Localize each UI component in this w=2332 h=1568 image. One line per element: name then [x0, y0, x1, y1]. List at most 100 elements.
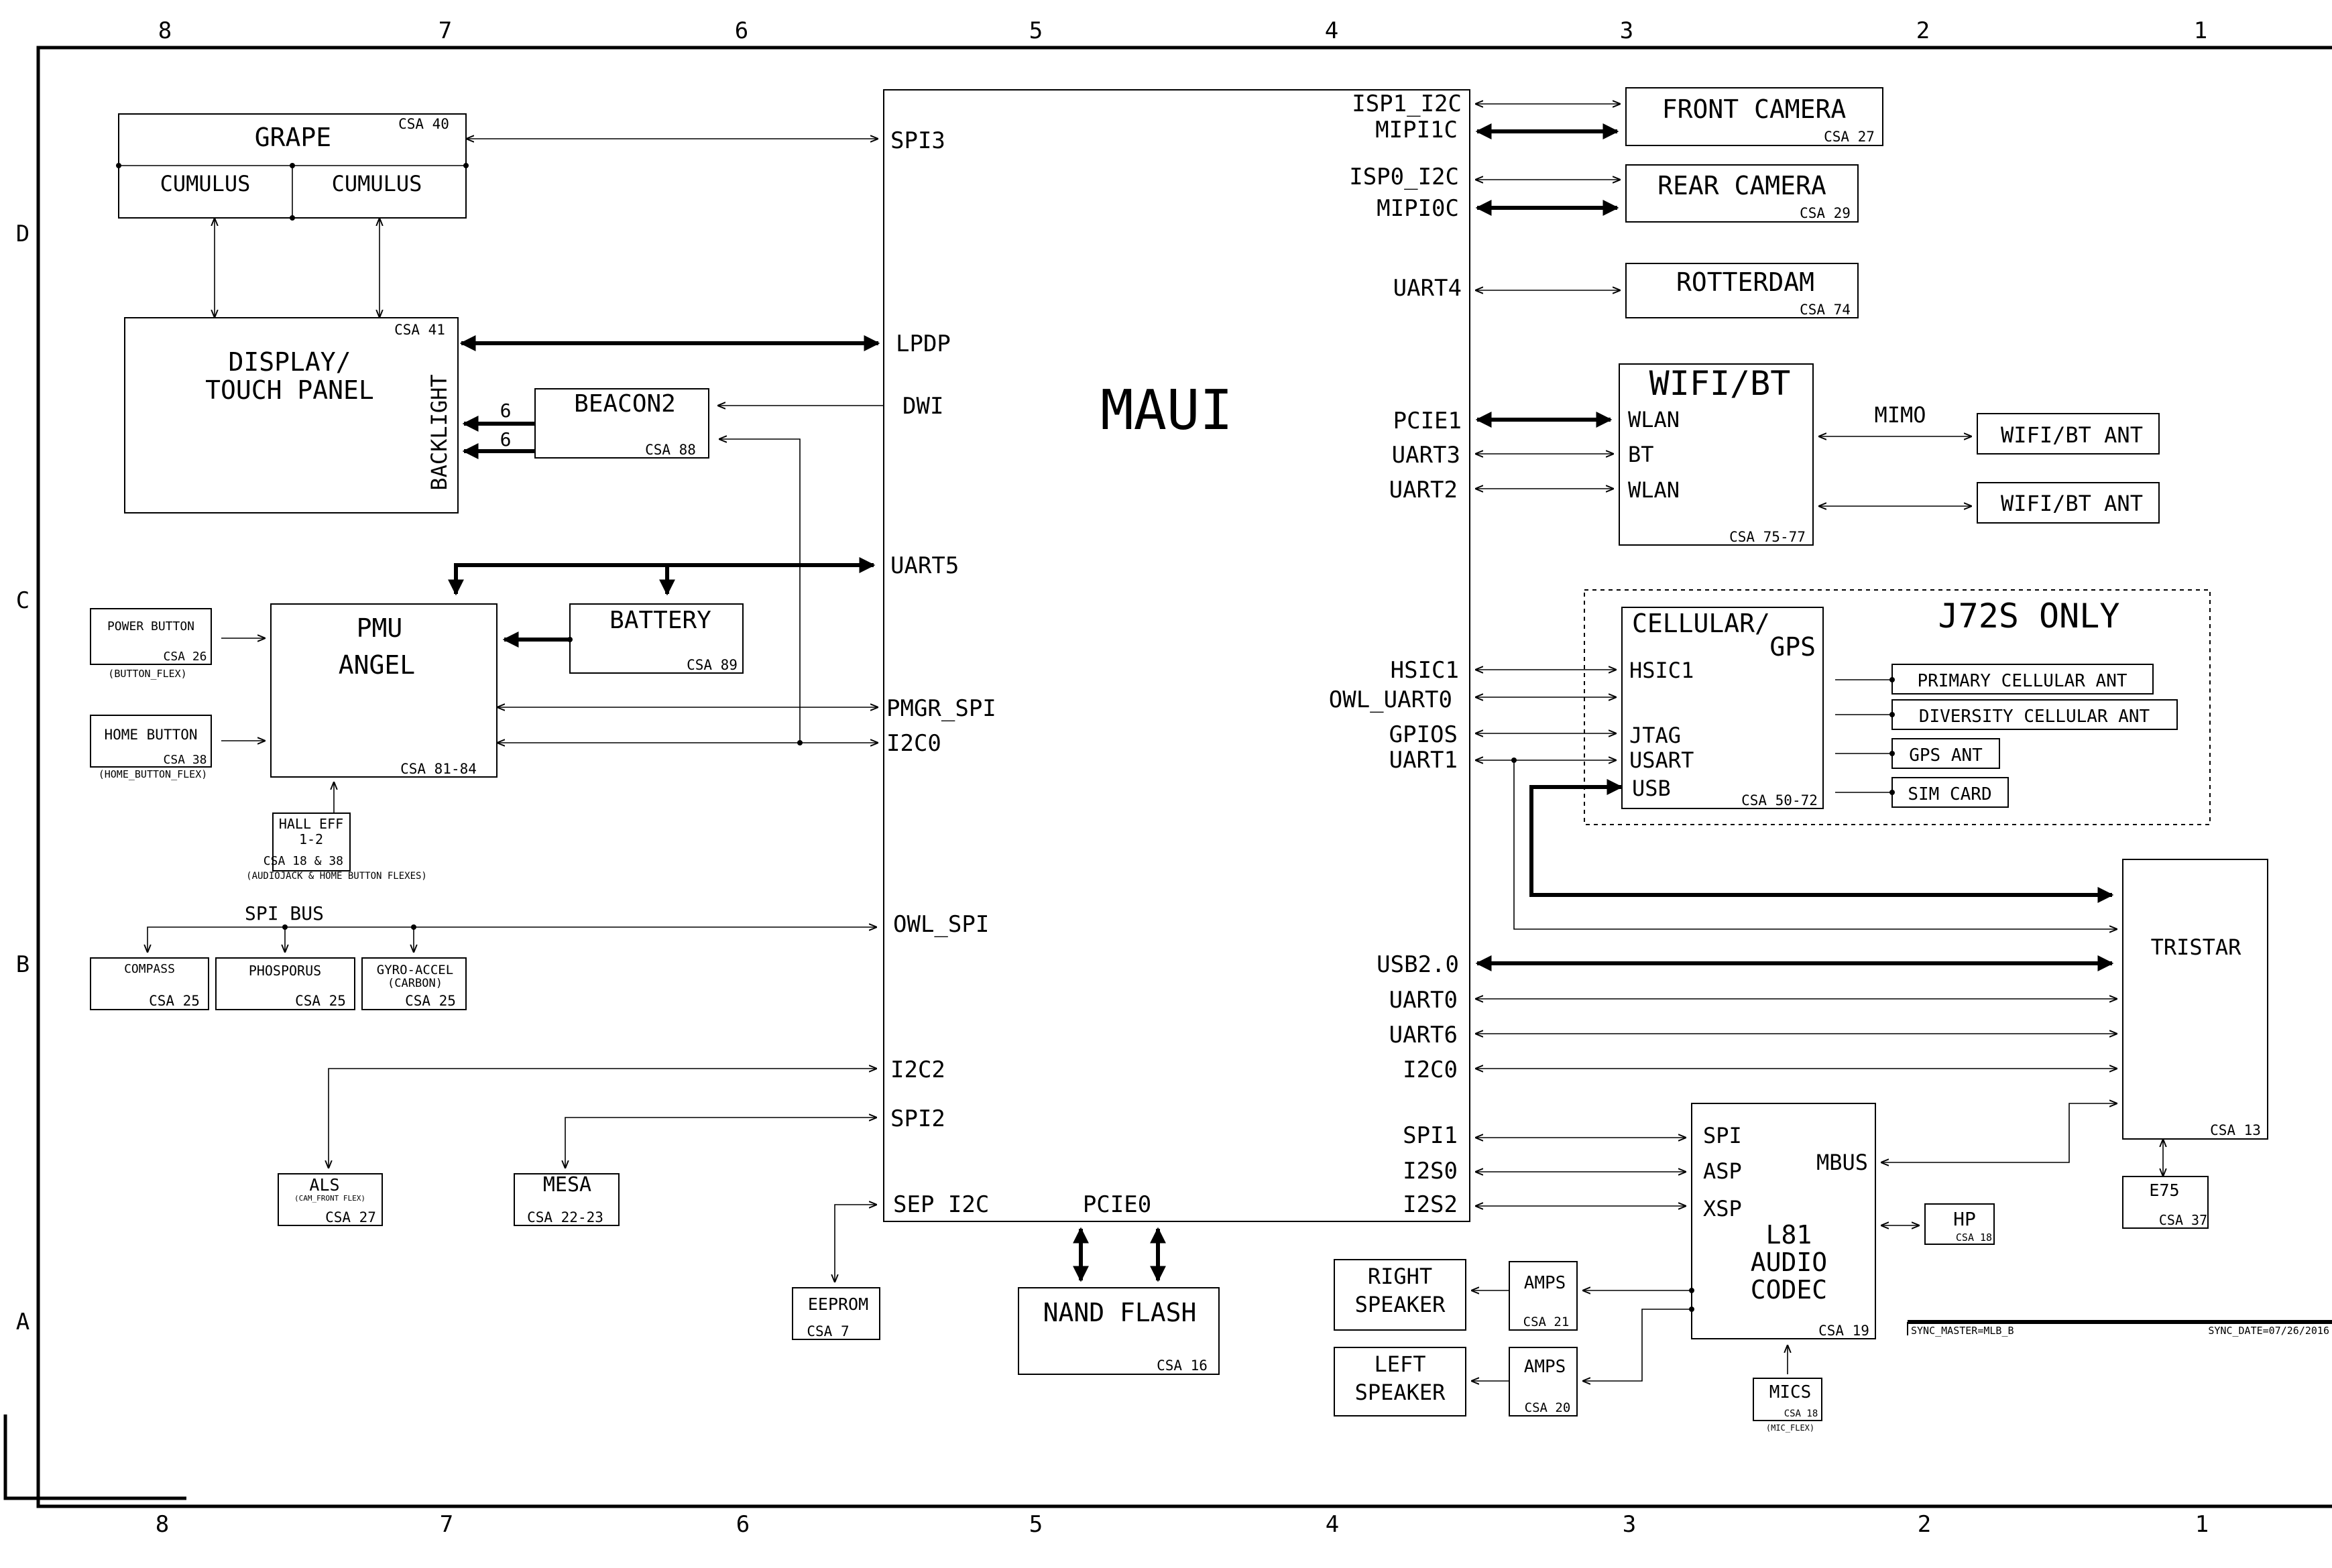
- cellular-port-jtag: JTAG: [1629, 723, 1681, 748]
- mics-csa: CSA 18: [1784, 1408, 1818, 1419]
- wire-uart1-tristar: [1513, 760, 2117, 929]
- col-label: 8: [156, 1511, 169, 1538]
- port-pmgr-spi: PMGR_SPI: [886, 695, 996, 722]
- wire-mbus: [1881, 1103, 2117, 1162]
- corner-mark: [3, 1414, 186, 1500]
- drawing-border: [36, 46, 2332, 1508]
- wifi-ant-2-block: WIFI/BT ANT: [1977, 482, 2160, 524]
- wifi-ant-2-title: WIFI/BT ANT: [2001, 491, 2143, 516]
- display-touch-panel-block: DISPLAY/ TOUCH PANEL CSA 41 BACKLIGHT: [124, 317, 459, 514]
- row-label: B: [16, 951, 30, 978]
- hall-csa: CSA 18 & 38: [264, 854, 343, 868]
- amps-right-block: AMPS CSA 21: [1509, 1261, 1578, 1331]
- wifi-title: WIFI/BT: [1649, 364, 1791, 403]
- backlight-wire-count-2: 6: [500, 428, 512, 450]
- compass-csa: CSA 25: [149, 993, 200, 1009]
- cellular-port-usart: USART: [1629, 747, 1694, 773]
- display-title-line2: TOUCH PANEL: [205, 375, 374, 405]
- cellular-title-line1: CELLULAR/: [1632, 609, 1770, 638]
- wire-spi2-mesa: [565, 1118, 877, 1168]
- port-owl-uart0: OWL_UART0: [1329, 686, 1452, 713]
- wifi-csa: CSA 75-77: [1729, 529, 1806, 545]
- nand-csa: CSA 16: [1157, 1358, 1208, 1374]
- beacon2-title: BEACON2: [574, 390, 676, 418]
- battery-title: BATTERY: [609, 607, 711, 634]
- grape-block: GRAPE CSA 40 CUMULUS CUMULUS: [116, 113, 469, 221]
- port-i2c0-right: I2C0: [1403, 1057, 1458, 1083]
- wifi-port-bt: BT: [1628, 442, 1654, 467]
- power-button-csa: CSA 26: [163, 650, 207, 664]
- e75-csa: CSA 37: [2159, 1212, 2207, 1228]
- wire-uart5-pmu: [448, 557, 876, 596]
- rear-camera-csa: CSA 29: [1800, 205, 1851, 221]
- codec-port-xsp: XSP: [1703, 1196, 1742, 1221]
- front-camera-block: FRONT CAMERA CSA 27: [1625, 87, 1883, 146]
- grape-title: GRAPE: [255, 123, 331, 152]
- port-hsic1: HSIC1: [1391, 657, 1459, 684]
- primary-ant-title: PRIMARY CELLULAR ANT: [1917, 671, 2127, 691]
- port-spi3: SPI3: [890, 127, 945, 154]
- power-button-flex-note: (BUTTON_FLEX): [108, 668, 186, 680]
- als-block: ALS (CAM_FRONT FLEX) CSA 27: [278, 1173, 383, 1226]
- codec-title-line2: AUDIO: [1751, 1248, 1827, 1277]
- backlight-wire-count-1: 6: [500, 400, 512, 422]
- port-uart2: UART2: [1389, 477, 1458, 503]
- codec-port-mbus: MBUS: [1816, 1150, 1868, 1175]
- maui-title: MAUI: [1100, 379, 1232, 442]
- col-label: 3: [1620, 17, 1633, 44]
- display-title-line1: DISPLAY/: [228, 347, 351, 377]
- gps-ant-block: GPS ANT: [1891, 738, 2000, 769]
- maui-left-ports: SPI3 LPDP DWI UART5 PMGR_SPI I2C0 OWL_SP…: [886, 127, 996, 1218]
- beacon2-csa: CSA 88: [645, 442, 696, 458]
- wire-i2c2-als: [329, 1069, 877, 1168]
- wire-sep-i2c-eeprom: [835, 1205, 877, 1282]
- cellular-gps-block: CELLULAR/ GPS HSIC1 JTAG USART USB CSA 5…: [1621, 607, 1824, 809]
- port-usb2: USB2.0: [1377, 951, 1459, 978]
- primary-cellular-ant-block: PRIMARY CELLULAR ANT: [1891, 664, 2154, 695]
- hall-title-line1: HALL EFF: [279, 816, 343, 832]
- row-label: D: [16, 221, 30, 247]
- col-label: 8: [158, 17, 172, 44]
- phosporus-title: PHOSPORUS: [249, 963, 321, 979]
- compass-block: COMPASS CSA 25: [90, 957, 209, 1010]
- diversity-ant-title: DIVERSITY CELLULAR ANT: [1919, 707, 2150, 727]
- cumulus-right: CUMULUS: [332, 171, 422, 196]
- pmu-csa: CSA 81-84: [400, 761, 477, 777]
- right-speaker-line2: SPEAKER: [1355, 1292, 1446, 1317]
- row-labels: D C B A: [16, 221, 30, 1335]
- col-label: 5: [1029, 17, 1043, 44]
- cellular-port-usb: USB: [1632, 776, 1671, 801]
- port-mipi1c: MIPI1C: [1375, 117, 1458, 143]
- port-i2c0-left: I2C0: [886, 730, 941, 757]
- nand-title: NAND FLASH: [1043, 1298, 1197, 1327]
- col-label: 7: [440, 1511, 453, 1538]
- j72s-only-region: [1584, 589, 2211, 825]
- mesa-title: MESA: [543, 1173, 591, 1197]
- tristar-block: TRISTAR CSA 13: [2122, 859, 2268, 1140]
- pmu-angel-block: PMU ANGEL CSA 81-84: [270, 603, 498, 778]
- col-label: 5: [1029, 1511, 1043, 1538]
- e75-title: E75: [2149, 1181, 2179, 1200]
- wifi-ant-1-block: WIFI/BT ANT: [1977, 413, 2160, 455]
- codec-port-asp: ASP: [1703, 1158, 1742, 1184]
- port-uart4: UART4: [1393, 275, 1462, 302]
- home-button-block: HOME BUTTON CSA 38 (HOME_BUTTON_FLEX): [90, 715, 212, 780]
- maui-right-ports: ISP1_I2C MIPI1C ISP0_I2C MIPI0C UART4 PC…: [1329, 91, 1462, 1218]
- port-i2s2: I2S2: [1403, 1191, 1458, 1218]
- tristar-title: TRISTAR: [2151, 934, 2242, 960]
- codec-port-spi: SPI: [1703, 1123, 1742, 1148]
- front-camera-csa: CSA 27: [1824, 129, 1875, 145]
- power-button-block: POWER BUTTON CSA 26 (BUTTON_FLEX): [90, 608, 212, 680]
- mics-title: MICS: [1769, 1382, 1812, 1402]
- rotterdam-csa: CSA 74: [1800, 302, 1851, 318]
- rotterdam-block: ROTTERDAM CSA 74: [1625, 263, 1859, 318]
- hp-title: HP: [1953, 1208, 1976, 1230]
- als-title: ALS: [309, 1175, 339, 1195]
- col-label: 1: [2195, 1511, 2209, 1538]
- amps-left-csa: CSA 20: [1525, 1400, 1571, 1415]
- rotterdam-title: ROTTERDAM: [1676, 267, 1814, 297]
- wifi-port-wlan1: WLAN: [1628, 407, 1680, 432]
- pmu-title-line1: PMU: [357, 613, 403, 643]
- hall-title-line2: 1-2: [299, 831, 323, 847]
